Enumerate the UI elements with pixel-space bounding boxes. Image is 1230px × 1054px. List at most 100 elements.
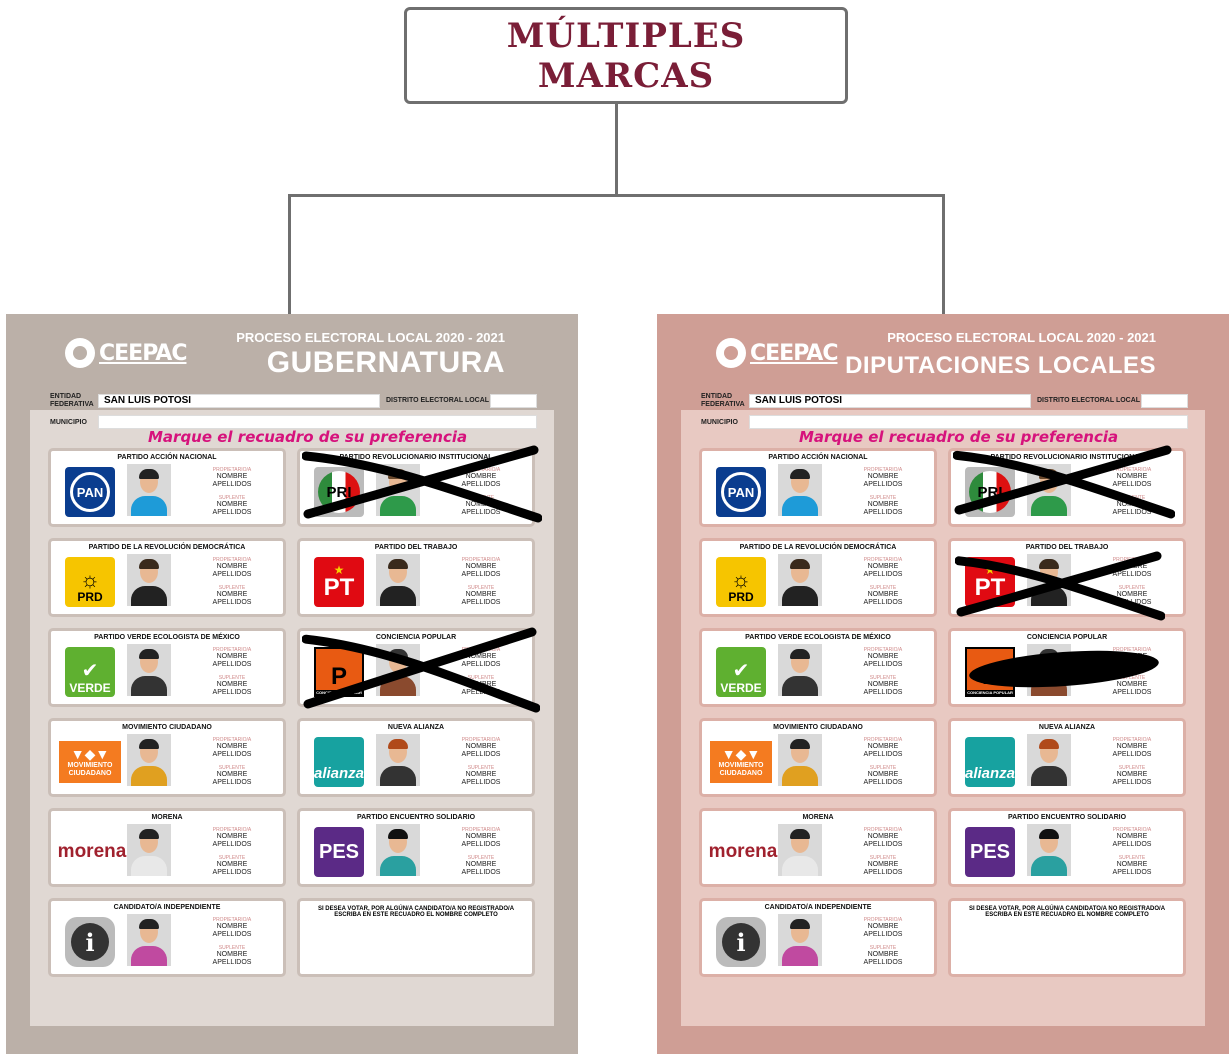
- connector-vertical-main: [615, 104, 618, 196]
- substitute-label: SUPLENTE: [869, 945, 897, 951]
- party-name: PARTIDO DEL TRABAJO: [1025, 544, 1109, 551]
- party-card[interactable]: PARTIDO VERDE ECOLOGISTA DE MÉXICO ✔ VER…: [699, 628, 937, 707]
- party-card[interactable]: CANDIDATO/A INDEPENDIENTE i PROPIETARIO/…: [699, 898, 937, 977]
- party-card[interactable]: PARTIDO REVOLUCIONARIO INSTITUCIONAL PRI…: [297, 448, 535, 527]
- substitute-label: SUPLENTE: [869, 855, 897, 861]
- write-in-box[interactable]: SI DESEA VOTAR, POR ALGÚN/A CANDIDATO/A …: [297, 898, 535, 977]
- party-name: PARTIDO REVOLUCIONARIO INSTITUCIONAL: [990, 454, 1144, 461]
- owner-label: PROPIETARIO/A: [1112, 737, 1152, 743]
- candidate-avatar: [778, 554, 822, 606]
- party-logo-text: PAN: [727, 484, 755, 500]
- party-name: PARTIDO DEL TRABAJO: [374, 544, 458, 551]
- write-in-text: SI DESEA VOTAR, POR ALGÚN/A CANDIDATO/A …: [968, 906, 1166, 918]
- write-in-box[interactable]: SI DESEA VOTAR, POR ALGÚN/A CANDIDATO/A …: [948, 898, 1186, 977]
- owner-last-name: APELLIDOS: [1112, 751, 1152, 758]
- party-card[interactable]: MOVIMIENTO CIUDADANO ▼◆▼ MOVIMIENTO CIUD…: [699, 718, 937, 797]
- owner-first-name: NOMBRE: [465, 653, 497, 660]
- party-card[interactable]: NUEVA ALIANZA alianza PROPIETARIO/A NOMB…: [297, 718, 535, 797]
- substitute-label: SUPLENTE: [218, 765, 246, 771]
- party-card[interactable]: PARTIDO DE LA REVOLUCIÓN DEMOCRÁTICA ☼ P…: [699, 538, 937, 617]
- substitute-first-name: NOMBRE: [465, 861, 497, 868]
- party-card[interactable]: PARTIDO ENCUENTRO SOLIDARIO PES PROPIETA…: [948, 808, 1186, 887]
- party-card[interactable]: MORENA morena PROPIETARIO/A NOMBRE APELL…: [48, 808, 286, 887]
- municipality-field[interactable]: [98, 415, 537, 429]
- party-logo-text: VERDE: [69, 681, 111, 695]
- substitute-last-name: APELLIDOS: [461, 599, 501, 606]
- entity-field[interactable]: SAN LUIS POTOSI: [98, 394, 380, 408]
- party-name: MOVIMIENTO CIUDADANO: [122, 724, 212, 731]
- substitute-first-name: NOMBRE: [465, 771, 497, 778]
- municipality-label: MUNICIPIO: [701, 419, 738, 426]
- ballot: CEEPAC PROCESO ELECTORAL LOCAL 2020 - 20…: [6, 314, 578, 1054]
- ceepac-logo-icon: [65, 338, 95, 368]
- substitute-last-name: APELLIDOS: [212, 869, 252, 876]
- ballot-header: CEEPAC PROCESO ELECTORAL LOCAL 2020 - 20…: [690, 326, 1196, 388]
- party-card[interactable]: PARTIDO ACCIÓN NACIONAL PAN PROPIETARIO/…: [48, 448, 286, 527]
- substitute-first-name: NOMBRE: [216, 861, 248, 868]
- owner-last-name: APELLIDOS: [461, 571, 501, 578]
- party-card[interactable]: NUEVA ALIANZA alianza PROPIETARIO/A NOMB…: [948, 718, 1186, 797]
- party-card[interactable]: PARTIDO ACCIÓN NACIONAL PAN PROPIETARIO/…: [699, 448, 937, 527]
- entity-field[interactable]: SAN LUIS POTOSI: [749, 394, 1031, 408]
- party-logo-text: PES: [318, 840, 360, 863]
- owner-last-name: APELLIDOS: [863, 751, 903, 758]
- municipality-field[interactable]: [749, 415, 1188, 429]
- owner-first-name: NOMBRE: [867, 653, 899, 660]
- owner-last-name: APELLIDOS: [212, 841, 252, 848]
- party-logo-text: PAN: [76, 484, 104, 500]
- candidate-avatar: [376, 464, 420, 516]
- owner-last-name: APELLIDOS: [1112, 481, 1152, 488]
- party-name: PARTIDO DE LA REVOLUCIÓN DEMOCRÁTICA: [739, 544, 897, 551]
- party-name: PARTIDO REVOLUCIONARIO INSTITUCIONAL: [339, 454, 493, 461]
- municipality-label: MUNICIPIO: [50, 419, 87, 426]
- party-card[interactable]: MORENA morena PROPIETARIO/A NOMBRE APELL…: [699, 808, 937, 887]
- district-field[interactable]: [490, 394, 537, 408]
- party-name: PARTIDO ACCIÓN NACIONAL: [768, 454, 868, 461]
- process-label: PROCESO ELECTORAL LOCAL 2020 - 2021: [887, 330, 1156, 345]
- substitute-last-name: APELLIDOS: [863, 599, 903, 606]
- substitute-first-name: NOMBRE: [867, 771, 899, 778]
- owner-last-name: APELLIDOS: [863, 931, 903, 938]
- party-name: PARTIDO ENCUENTRO SOLIDARIO: [1007, 814, 1127, 821]
- owner-first-name: NOMBRE: [216, 473, 248, 480]
- owner-last-name: APELLIDOS: [863, 661, 903, 668]
- district-label: DISTRITO ELECTORAL LOCAL: [386, 397, 490, 404]
- candidate-avatar: [1027, 554, 1071, 606]
- party-card[interactable]: PARTIDO DEL TRABAJO ★ PT PROPIETARIO/A N…: [948, 538, 1186, 617]
- substitute-first-name: NOMBRE: [216, 501, 248, 508]
- party-logo-text: alianza: [964, 765, 1016, 782]
- substitute-last-name: APELLIDOS: [1112, 779, 1152, 786]
- substitute-first-name: NOMBRE: [216, 681, 248, 688]
- substitute-last-name: APELLIDOS: [212, 779, 252, 786]
- party-card[interactable]: PARTIDO VERDE ECOLOGISTA DE MÉXICO ✔ VER…: [48, 628, 286, 707]
- district-field[interactable]: [1141, 394, 1188, 408]
- party-card[interactable]: PARTIDO DE LA REVOLUCIÓN DEMOCRÁTICA ☼ P…: [48, 538, 286, 617]
- party-card[interactable]: CANDIDATO/A INDEPENDIENTE i PROPIETARIO/…: [48, 898, 286, 977]
- owner-first-name: NOMBRE: [465, 563, 497, 570]
- party-card[interactable]: PARTIDO ENCUENTRO SOLIDARIO PES PROPIETA…: [297, 808, 535, 887]
- party-card[interactable]: MOVIMIENTO CIUDADANO ▼◆▼ MOVIMIENTO CIUD…: [48, 718, 286, 797]
- candidate-avatar: [127, 734, 171, 786]
- party-logo-text: morena: [708, 841, 778, 862]
- entity-label: ENTIDAD FEDERATIVA: [701, 393, 745, 408]
- district-label: DISTRITO ELECTORAL LOCAL: [1037, 397, 1141, 404]
- party-name: CANDIDATO/A INDEPENDIENTE: [764, 904, 872, 911]
- owner-label: PROPIETARIO/A: [863, 557, 903, 563]
- owner-first-name: NOMBRE: [465, 833, 497, 840]
- substitute-last-name: APELLIDOS: [212, 509, 252, 516]
- candidate-avatar: [376, 734, 420, 786]
- owner-last-name: APELLIDOS: [212, 661, 252, 668]
- substitute-last-name: APELLIDOS: [461, 779, 501, 786]
- substitute-last-name: APELLIDOS: [212, 959, 252, 966]
- party-card[interactable]: PARTIDO DEL TRABAJO ★ PT PROPIETARIO/A N…: [297, 538, 535, 617]
- candidate-avatar: [127, 644, 171, 696]
- party-name: MORENA: [802, 814, 834, 821]
- owner-first-name: NOMBRE: [867, 473, 899, 480]
- substitute-label: SUPLENTE: [467, 765, 495, 771]
- party-card[interactable]: PARTIDO REVOLUCIONARIO INSTITUCIONAL PRI…: [948, 448, 1186, 527]
- owner-last-name: APELLIDOS: [461, 481, 501, 488]
- substitute-label: SUPLENTE: [869, 675, 897, 681]
- title-line-2: MARCAS: [537, 55, 715, 96]
- party-card[interactable]: CONCIENCIA POPULAR P CONCIENCIA POPULAR …: [297, 628, 535, 707]
- substitute-label: SUPLENTE: [869, 585, 897, 591]
